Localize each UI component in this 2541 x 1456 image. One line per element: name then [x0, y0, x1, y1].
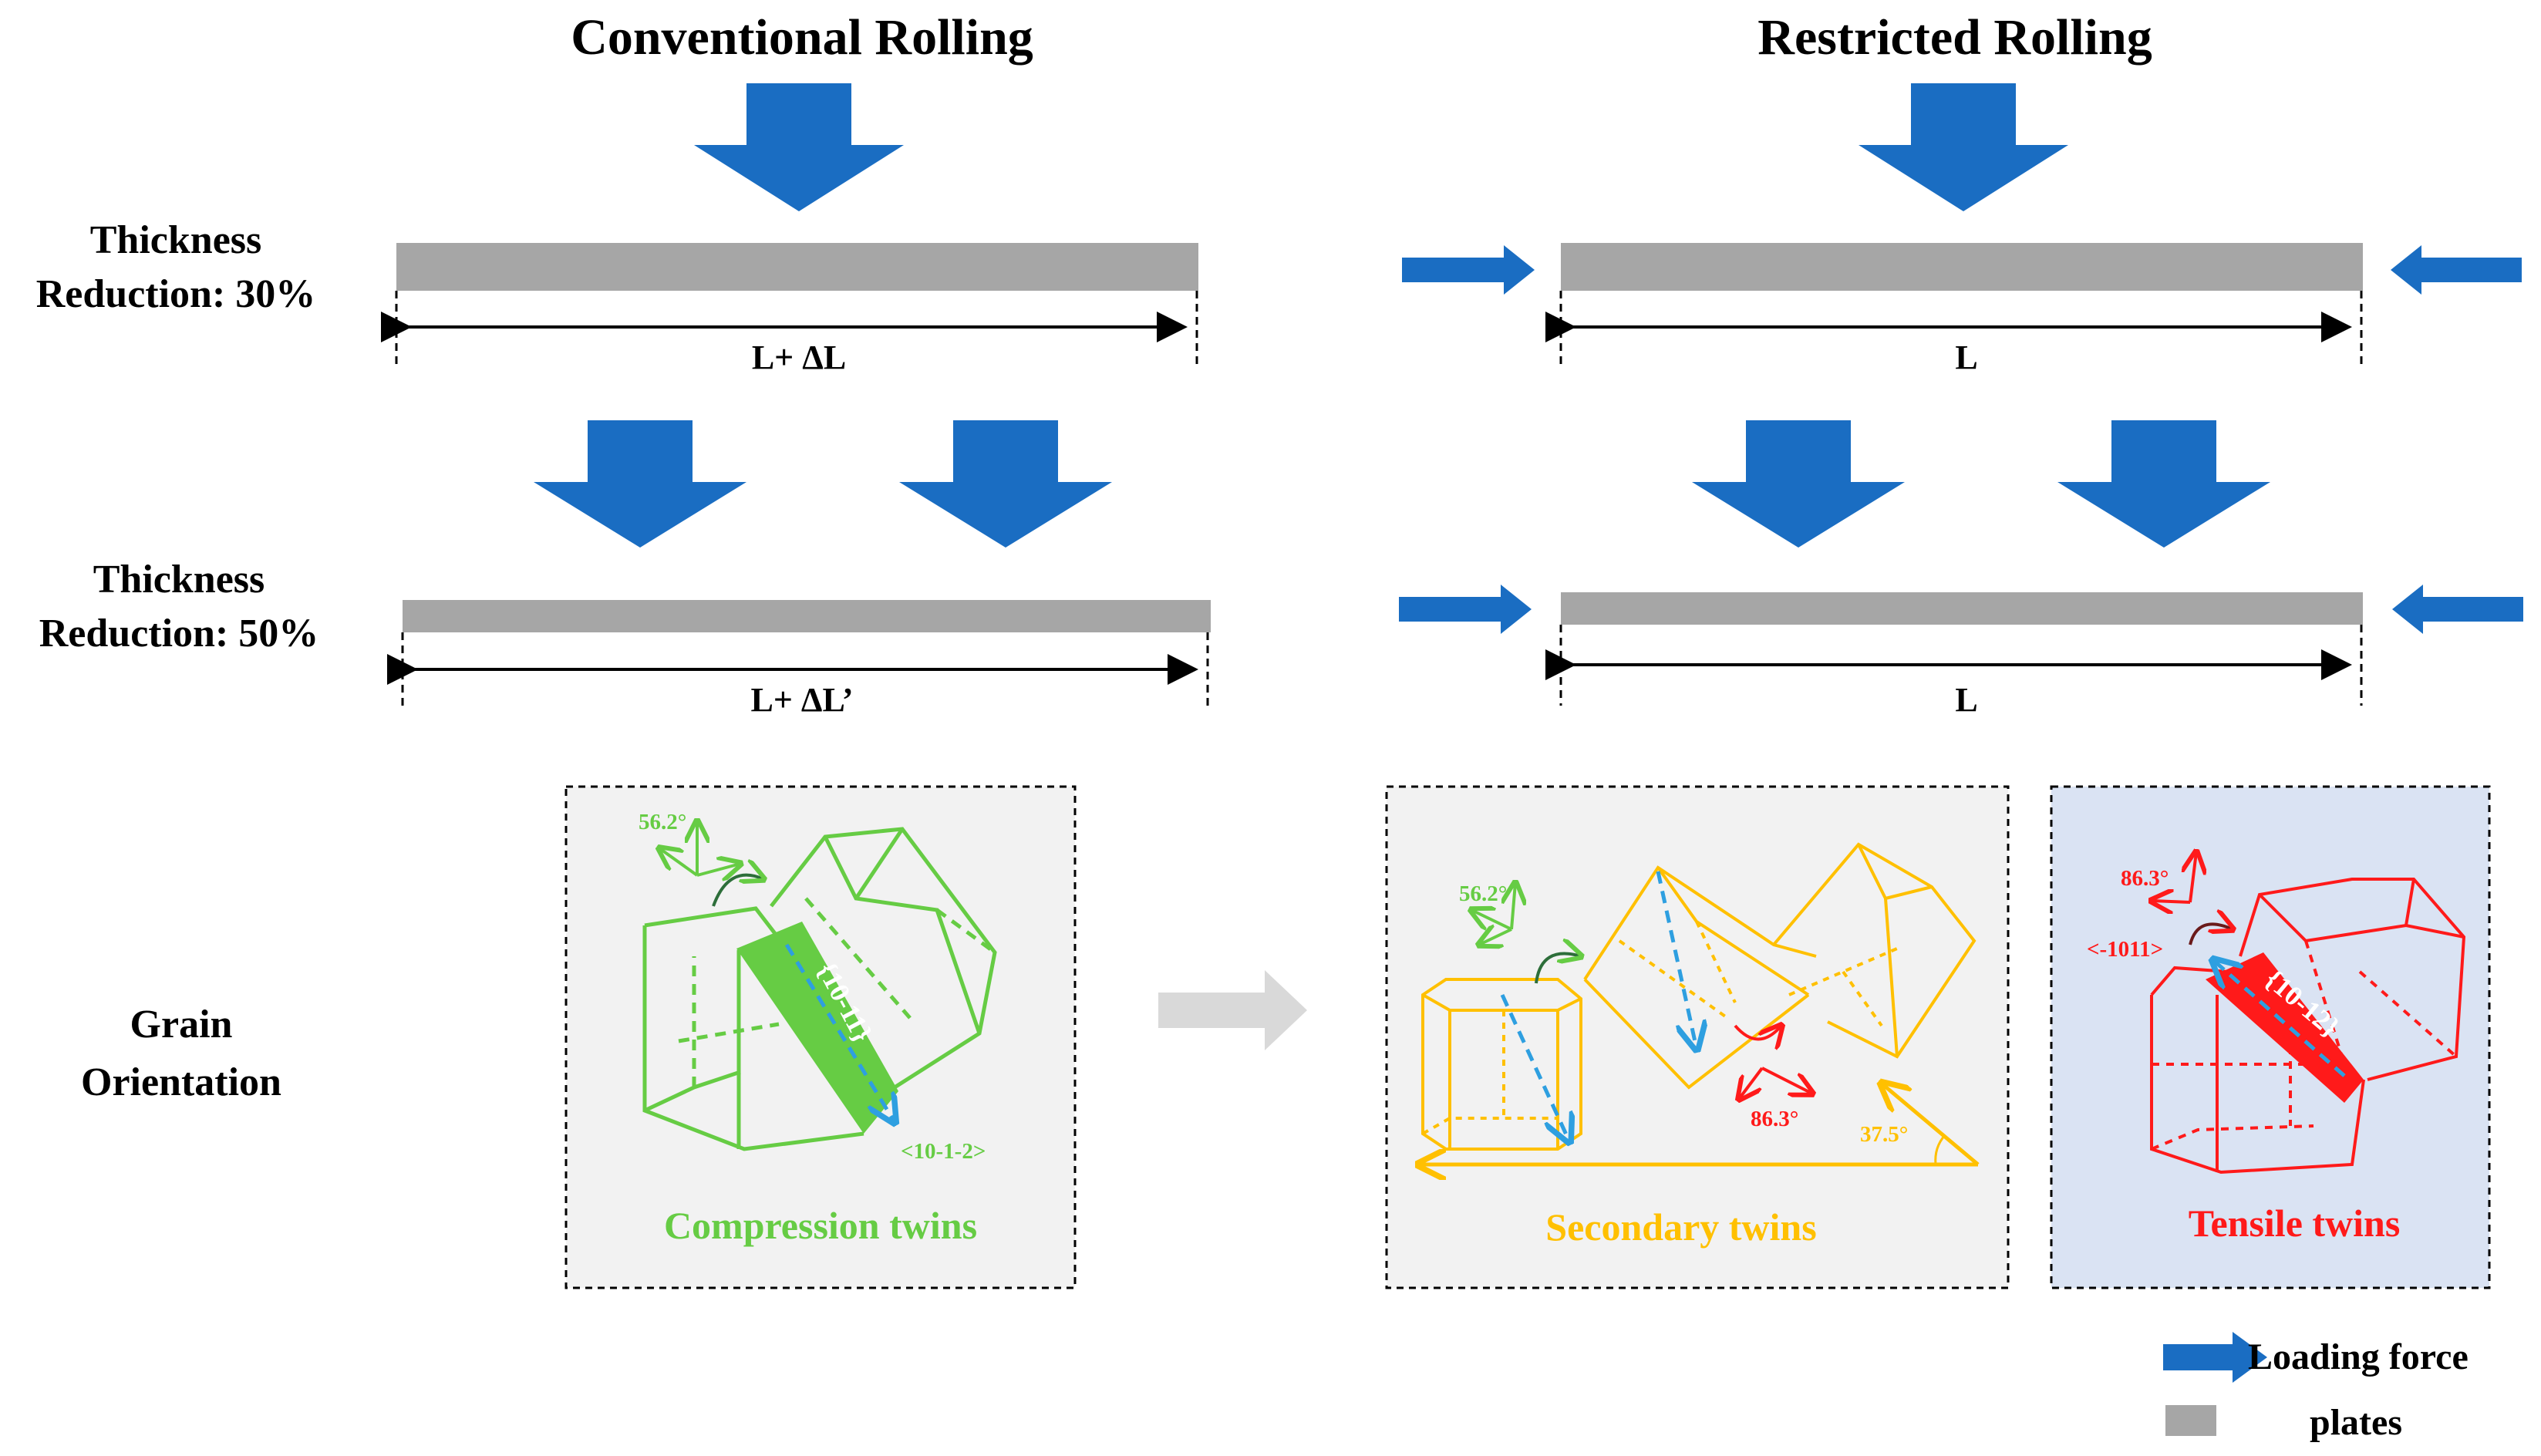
row3-label-line2: Orientation	[81, 1060, 281, 1104]
loading-arrow-right-icon	[1402, 245, 1535, 295]
axis-arrow-diag-icon	[1471, 910, 1512, 931]
loading-arrow-left-icon	[2391, 245, 2522, 295]
panel-caption: Tensile twins	[2189, 1202, 2401, 1245]
title-restricted-rolling: Restricted Rolling	[1757, 9, 2152, 66]
loading-arrow-down-icon	[899, 420, 1112, 548]
panel-caption: Secondary twins	[1545, 1205, 1816, 1249]
loading-arrow-right-icon	[1399, 585, 1532, 634]
rotation-arrow-icon	[712, 875, 763, 907]
axis-arrow-diag-icon	[1761, 1067, 1812, 1094]
loading-arrow-down-icon	[534, 420, 746, 548]
angle-label: 56.2°	[639, 810, 686, 834]
angle-label: 56.2°	[1459, 881, 1507, 906]
panel-secondary-twins: 56.2° 86.3° 37.5° Secondary twins	[1385, 785, 2010, 1289]
dimension-label-restr-50: L	[1955, 681, 1977, 719]
axis-arrow-diag-icon	[659, 848, 699, 877]
direction-label: <10-1-2>	[901, 1139, 986, 1164]
loading-arrow-down-icon	[694, 83, 904, 211]
row1-label-line1: Thickness	[90, 218, 262, 262]
dimension-label-conv-30: L+ ΔL	[752, 339, 846, 376]
legend-loading-force-label: Loading force	[2248, 1336, 2469, 1377]
c-axis-dashed-arrow	[2213, 960, 2346, 1077]
row3-label-line1: Grain	[130, 1003, 233, 1046]
plate-restricted-50	[1561, 592, 2363, 625]
panel-tensile-twins: {10-12} <-1011> 86.3° Tensile twins	[2050, 785, 2491, 1289]
dimension-label-restr-30: L	[1955, 339, 1977, 376]
angle-label: 86.3°	[1751, 1107, 1798, 1131]
plate-conventional-30	[396, 243, 1198, 291]
angle-label: 86.3°	[2121, 866, 2169, 891]
legend-plates-label: plates	[2310, 1402, 2402, 1443]
axis-arrow-diag-icon	[2152, 901, 2191, 902]
rotation-arrow-icon	[1734, 1026, 1781, 1040]
plate-conventional-50	[403, 600, 1211, 632]
plate-restricted-30	[1561, 243, 2363, 291]
axis-arrow-right-icon	[696, 864, 740, 875]
twin-plane-band	[736, 922, 898, 1134]
row1-label-line2: Reduction: 30%	[36, 272, 316, 316]
loading-arrow-left-icon	[2392, 585, 2523, 634]
row2-label-line2: Reduction: 50%	[39, 612, 319, 656]
angle-arc	[1934, 1134, 1946, 1165]
axis-arrow-up-icon	[1511, 883, 1515, 930]
rotation-arrow-icon	[1535, 954, 1581, 984]
axis-arrow-right-icon	[1479, 929, 1512, 945]
loading-arrow-down-icon	[1692, 420, 1905, 548]
c-axis-dashed-arrow	[1500, 993, 1569, 1141]
loading-arrow-down-icon	[1859, 83, 2068, 211]
axis-arrow-up-icon	[2190, 852, 2196, 903]
legend: Loading force plates	[2163, 1332, 2469, 1443]
c-axis-dashed-arrow	[784, 943, 895, 1122]
c-axis-dashed-arrow	[1656, 871, 1697, 1049]
slope-arrow	[1882, 1084, 1980, 1166]
transition-arrow-icon	[1158, 970, 1307, 1050]
panel-compression-twins: {10-11} <10-1-2> 56.2° Compression twins	[564, 785, 1077, 1289]
loading-arrow-down-icon	[2057, 420, 2270, 548]
direction-label: <-1011>	[2087, 937, 2163, 962]
title-conventional-rolling: Conventional Rolling	[571, 9, 1033, 66]
angle-label: 37.5°	[1860, 1122, 1908, 1147]
dimension-label-conv-50: L+ ΔL’	[751, 681, 854, 719]
legend-loading-arrow-icon	[2163, 1332, 2267, 1383]
panel-caption: Compression twins	[664, 1204, 977, 1247]
legend-plate-swatch	[2165, 1405, 2216, 1436]
axis-arrow-diag-icon	[1739, 1067, 1764, 1099]
hcp-crystal-pair	[642, 827, 997, 1151]
rotation-arrow-icon	[2189, 924, 2233, 945]
row2-label-line1: Thickness	[93, 558, 265, 602]
